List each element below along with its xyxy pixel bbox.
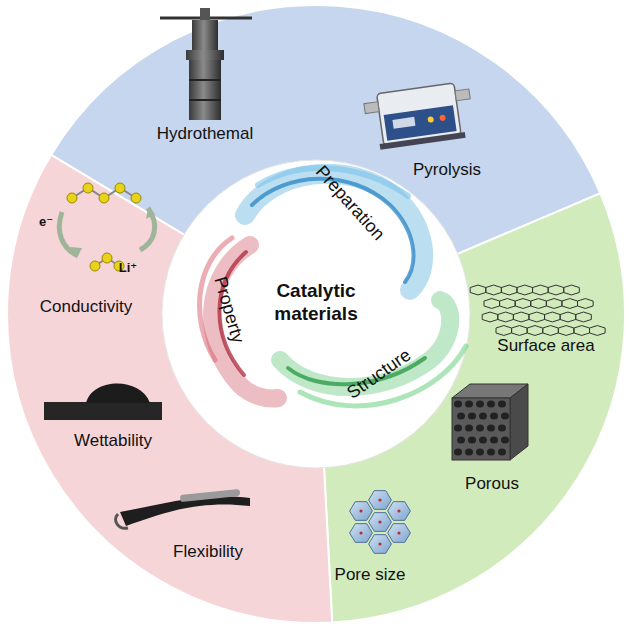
lattice-cell [486,285,502,295]
pore [468,413,476,420]
lattice-cell [560,312,576,322]
pore-channel [369,513,392,532]
lattice-cell [531,299,547,309]
property-label: Flexibility [173,542,243,562]
autoclave-icon [160,8,252,120]
pore-channel [369,491,392,510]
property-label: Wettability [74,431,152,451]
property-label: Conductivity [40,297,133,317]
lattice-cell [513,312,529,322]
lattice-cell [564,285,580,295]
sector-ring [7,5,625,623]
lattice-cell [482,312,498,322]
lattice-cell [576,312,592,322]
lattice-cell [501,285,517,295]
pore [487,449,495,456]
pore-channel [369,535,392,554]
pore [465,425,473,432]
pore-channel [350,502,373,521]
pore [479,413,487,420]
lattice-cell [546,299,562,309]
lattice-cell [578,299,594,309]
lattice-cell [496,326,512,336]
pore-size-icon [350,491,411,554]
method-label: Hydrothemal [157,124,253,144]
pore-channel [388,502,411,521]
lattice-cell [517,285,533,295]
pore [476,449,484,456]
pore [465,401,473,408]
pore [490,437,498,444]
pore-dot [378,498,381,501]
structure-label: Pore size [335,565,406,585]
pore [457,437,465,444]
pore-dot [378,542,381,545]
pore [501,413,509,420]
pore-dot [397,531,400,534]
lattice-cell [548,285,564,295]
pore [465,449,473,456]
pore-dot [359,531,362,534]
center-title: Catalytic materials [261,280,371,326]
lattice-cell [527,326,543,336]
pore [454,425,462,432]
circle-fill [162,160,470,468]
structure-label: Porous [465,474,519,494]
pore [454,449,462,456]
pore [454,401,462,408]
structure-label: Surface area [497,336,594,356]
flexible-sheet-icon [116,489,250,528]
center-circle: Catalytic materials [161,159,471,469]
droplet-icon [44,383,162,420]
pore [487,401,495,408]
lattice-cell [558,326,574,336]
lattice-cell [574,326,590,336]
pore-dot [378,520,381,523]
lattice-cell [500,299,516,309]
pore-channel [388,524,411,543]
pore [476,401,484,408]
lattice-cell [562,299,578,309]
charge-symbol: Li⁺ [119,261,137,276]
lattice-cell [533,285,549,295]
lattice-cell [529,312,545,322]
pore-dot [397,509,400,512]
pore [498,425,506,432]
pore [476,425,484,432]
pore [457,413,465,420]
charge-symbol: e⁻ [39,215,53,230]
graphene-icon [470,285,605,335]
pore-dot [359,509,362,512]
tube-furnace-icon [363,81,476,151]
pore [479,437,487,444]
method-label: Pyrolysis [413,160,481,180]
lattice-cell [590,326,606,336]
pore [468,437,476,444]
pore [487,425,495,432]
porous-cube-icon [452,384,528,460]
lattice-cell [470,285,486,295]
lattice-cell [545,312,561,322]
pore [490,413,498,420]
pore [498,401,506,408]
lattice-cell [498,312,514,322]
lattice-cell [484,299,500,309]
lattice-cell [543,326,559,336]
conductivity-icon [59,183,155,271]
lattice-cell [512,326,528,336]
pore [498,449,506,456]
pore [501,437,509,444]
lattice-cell [515,299,531,309]
pore-channel [350,524,373,543]
